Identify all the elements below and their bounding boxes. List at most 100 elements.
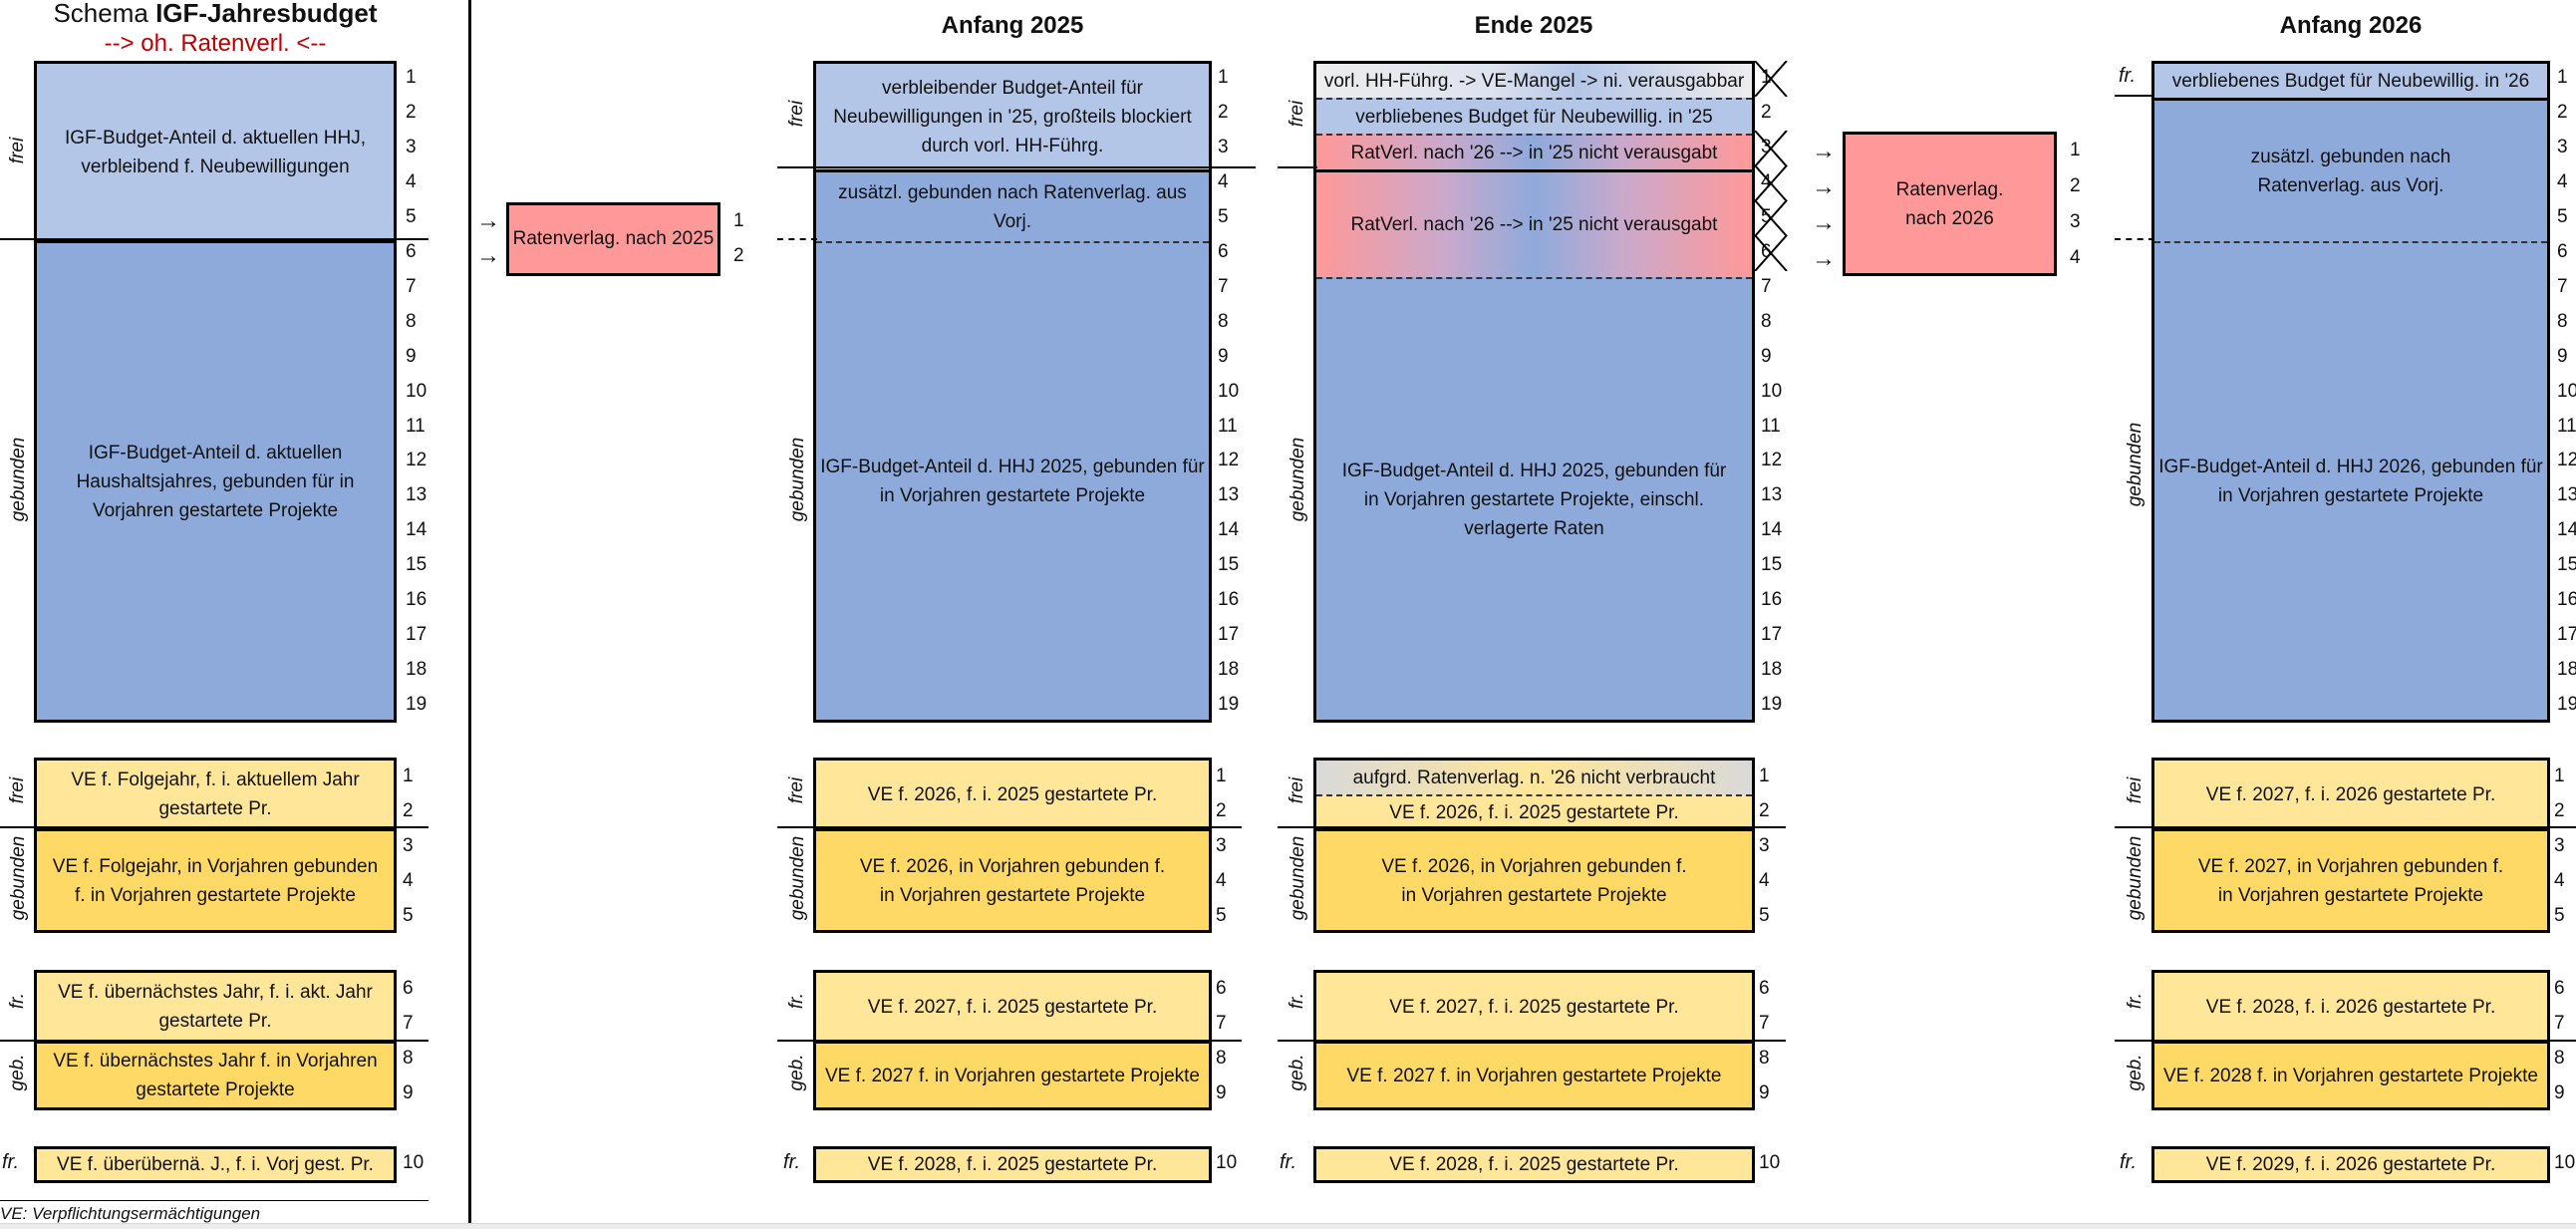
arrow-right-icon: → <box>1812 138 1836 164</box>
row-number: 2 <box>1216 800 1227 821</box>
row-number: 4 <box>2070 247 2081 268</box>
side-label-gebunden: gebunden <box>1288 437 1308 522</box>
row-number: 8 <box>1218 310 1229 332</box>
budget-free-text: verbliebenes Budget für Neubewillig. in … <box>2171 70 2530 92</box>
ve2-free-text: VE f. 2027, f. i. 2025 gestartete Pr. <box>1389 996 1679 1018</box>
ve1-bound-text: VE f. 2027, in Vorjahren gebunden f. in … <box>2197 855 2504 906</box>
cross-out-icon <box>1754 61 1788 97</box>
row-number: 2 <box>1218 101 1229 123</box>
row-number: 1 <box>1761 67 1772 88</box>
budget-shifted-a-segment: RatVerl. nach '26 --> in '25 nicht verau… <box>1316 134 1752 169</box>
row-number: 6 <box>406 240 417 262</box>
row-number: 2 <box>733 245 744 266</box>
row-number: 3 <box>2554 835 2565 856</box>
budget-extra-bound-segment: zusätzl. gebunden nach Ratenverlag. aus … <box>816 169 1209 241</box>
title-bold: IGF-Jahresbudget <box>155 0 378 28</box>
side-label-frei: frei <box>2125 776 2146 804</box>
side-label-geb: geb. <box>1287 1054 1307 1091</box>
side-label-gebunden: gebunden <box>8 437 29 522</box>
row-number: 6 <box>2557 240 2568 262</box>
budget-remaining-segment: verbliebenes Budget für Neubewillig. in … <box>1316 98 1752 134</box>
subtitle: --> oh. Ratenverl. <-- <box>104 30 327 57</box>
side-label-gebunden: gebunden <box>2125 835 2146 921</box>
ve2-bound-text: VE f. 2028 f. in Vorjahren gestartete Pr… <box>2162 1065 2538 1086</box>
budget-bound-segment: IGF-Budget-Anteil d. HHJ 2026, gebunden … <box>2154 241 2547 720</box>
ve1-unused-text: aufgrd. Ratenverlag. n. '26 nicht verbra… <box>1352 767 1716 788</box>
row-number: 19 <box>1218 694 1240 716</box>
side-label-geb: geb. <box>2125 1054 2146 1091</box>
divider-line <box>777 826 1242 828</box>
row-number: 10 <box>1759 1152 1781 1173</box>
row-number: 10 <box>1218 380 1240 402</box>
row-number: 19 <box>406 694 428 716</box>
row-number: 10 <box>2557 380 2576 402</box>
ve3-box: VE f. 2029, f. i. 2026 gestartete Pr. <box>2151 1146 2550 1183</box>
ve2-free-segment: VE f. 2028, f. i. 2026 gestartete Pr. <box>2154 973 2547 1041</box>
ve1-bound-segment: VE f. 2027, in Vorjahren gebunden f. in … <box>2154 828 2547 930</box>
row-number: 8 <box>2557 310 2568 332</box>
row-number: 16 <box>406 589 428 611</box>
side-label-geb: geb. <box>786 1054 807 1091</box>
ve3-free-segment: VE f. 2028, f. i. 2025 gestartete Pr. <box>816 1149 1209 1180</box>
side-label-fr: fr. <box>783 1151 801 1173</box>
row-number: 9 <box>1218 345 1229 367</box>
row-number: 6 <box>1761 240 1772 262</box>
row-number: 3 <box>1218 136 1229 157</box>
shift-2025-box: Ratenverlag. nach 2025 <box>506 202 720 276</box>
side-label-gebunden: gebunden <box>1288 835 1308 921</box>
ve3-free-segment: VE f. überübernä. J., f. i. Vorj gest. P… <box>37 1149 394 1180</box>
window-bottom-bar <box>0 1223 2576 1229</box>
row-number: 3 <box>1216 835 1227 856</box>
row-number: 5 <box>1216 905 1227 926</box>
ve1-bound-segment: VE f. 2026, in Vorjahren gebunden f. in … <box>1316 828 1752 930</box>
ve2-box: VE f. 2027, f. i. 2025 gestartete Pr. VE… <box>813 970 1212 1110</box>
budget-remaining-text: verbliebenes Budget für Neubewillig. in … <box>1355 106 1713 128</box>
page-title: Schema IGF-Jahresbudget <box>34 0 397 29</box>
divider-line <box>0 1040 429 1042</box>
side-label-frei: frei <box>1287 776 1307 804</box>
budget-bound-text: IGF-Budget-Anteil d. aktuellen Haushalts… <box>76 442 355 521</box>
side-label-frei: frei <box>786 776 807 804</box>
ve1-free-segment: VE f. Folgejahr, f. i. aktuellem Jahr ge… <box>37 761 394 828</box>
side-label-gebunden: gebunden <box>787 835 808 921</box>
row-number: 18 <box>1218 659 1240 681</box>
row-number: 13 <box>1761 484 1783 506</box>
row-number: 1 <box>1218 67 1229 88</box>
ve1-box: aufgrd. Ratenverlag. n. '26 nicht verbra… <box>1313 758 1755 933</box>
row-number: 12 <box>406 450 428 471</box>
row-number: 8 <box>1216 1048 1227 1069</box>
shift-2026-box: Ratenverlag. nach 2026 <box>1843 132 2057 276</box>
budget-free-text: IGF-Budget-Anteil d. aktuellen HHJ, verb… <box>64 127 367 177</box>
row-number: 11 <box>406 415 426 437</box>
ve2-free-segment: VE f. 2027, f. i. 2025 gestartete Pr. <box>816 973 1209 1041</box>
budget-box: IGF-Budget-Anteil d. aktuellen HHJ, verb… <box>34 61 397 723</box>
ve2-free-text: VE f. übernächstes Jahr, f. i. akt. Jahr… <box>58 982 373 1032</box>
budget-box: verbliebenes Budget für Neubewillig. in … <box>2151 61 2550 723</box>
row-number: 10 <box>406 380 428 402</box>
ve2-bound-text: VE f. 2027 f. in Vorjahren gestartete Pr… <box>1346 1065 1722 1086</box>
ve1-free-text: VE f. 2026, f. i. 2025 gestartete Pr. <box>1389 801 1679 823</box>
ve3-box: VE f. überübernä. J., f. i. Vorj gest. P… <box>34 1146 397 1183</box>
side-label-fr: fr. <box>1287 992 1307 1010</box>
row-number: 10 <box>403 1152 425 1173</box>
row-number: 10 <box>1216 1152 1238 1173</box>
row-number: 8 <box>406 310 417 332</box>
row-number: 14 <box>2557 519 2576 541</box>
shift-2026-label: Ratenverlag. nach 2026 <box>1895 178 2004 229</box>
row-number: 12 <box>1761 450 1783 471</box>
ve1-bound-text: VE f. 2026, in Vorjahren gebunden f. in … <box>859 855 1166 906</box>
side-label-fr: fr. <box>7 992 28 1010</box>
ve2-bound-segment: VE f. übernächstes Jahr f. in Vorjahren … <box>37 1041 394 1107</box>
row-number: 1 <box>1759 766 1770 786</box>
heading-anfang-2025: Anfang 2025 <box>941 12 1084 39</box>
budget-bound-segment: IGF-Budget-Anteil d. HHJ 2025, gebunden … <box>1316 277 1752 720</box>
arrow-right-icon: → <box>476 207 500 234</box>
cross-out-icon <box>1754 199 1788 236</box>
row-number: 3 <box>1761 136 1772 157</box>
side-label-gebunden: gebunden <box>2125 422 2146 507</box>
row-number: 6 <box>1218 240 1229 262</box>
row-number: 5 <box>406 205 417 227</box>
row-number: 13 <box>1218 484 1240 506</box>
footnote: VE: Verpflichtungsermächtigungen <box>0 1204 261 1223</box>
row-number: 3 <box>2557 136 2568 157</box>
